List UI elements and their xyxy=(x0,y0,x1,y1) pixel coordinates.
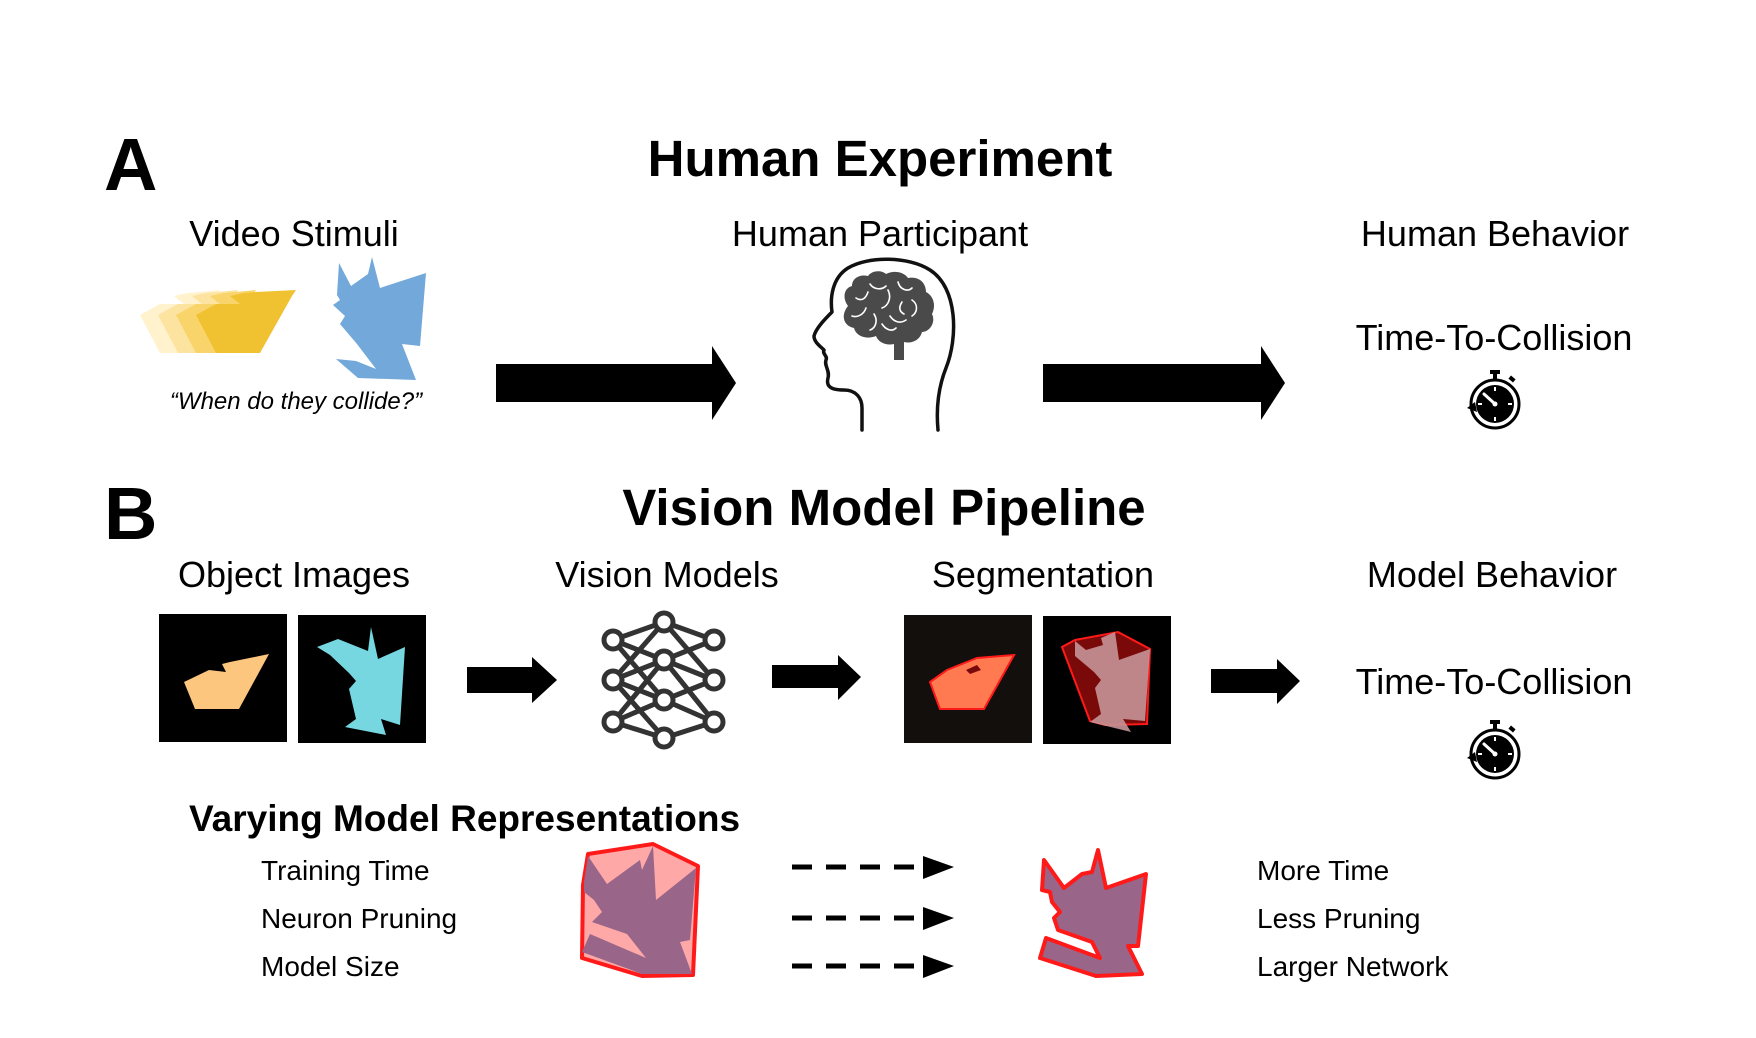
video-stimuli-graphic xyxy=(140,257,426,380)
outcome-list: More Time Less Pruning Larger Network xyxy=(1257,857,1448,1001)
panel-a-label: A xyxy=(104,123,158,206)
factor-list: Training Time Neuron Pruning Model Size xyxy=(261,857,457,1001)
video-stimuli-label: Video Stimuli xyxy=(189,213,399,254)
refined-representation-shape xyxy=(1038,848,1148,978)
panel-b-title: Vision Model Pipeline xyxy=(622,479,1146,536)
varying-representations-title: Varying Model Representations xyxy=(189,798,741,839)
neural-network-icon xyxy=(601,610,726,750)
model-ttc-label: Time-To-Collision xyxy=(1355,661,1633,702)
factor-item: Training Time xyxy=(261,855,430,886)
dashed-arrow-icon xyxy=(792,856,954,879)
human-ttc-label: Time-To-Collision xyxy=(1355,317,1633,358)
segmentation-label: Segmentation xyxy=(931,554,1155,595)
arrow-right-icon xyxy=(467,657,557,703)
dashed-arrow-icon xyxy=(792,955,954,978)
human-participant-label: Human Participant xyxy=(731,213,1029,254)
segmentation-image-2 xyxy=(1043,616,1171,744)
outcome-item: Larger Network xyxy=(1257,951,1449,982)
arrow-right-icon xyxy=(1211,659,1300,704)
arrow-right-icon xyxy=(1043,346,1285,420)
factor-item: Neuron Pruning xyxy=(261,903,458,934)
object-image-2 xyxy=(298,615,426,743)
moving-yellow-object xyxy=(140,290,296,353)
segmentation-image-1 xyxy=(904,615,1032,743)
panel-b-label: B xyxy=(104,472,158,555)
outcome-item: Less Pruning xyxy=(1257,903,1421,934)
arrow-right-icon xyxy=(496,346,736,420)
stimulus-question: “When do they collide?” xyxy=(169,388,423,415)
vision-models-label: Vision Models xyxy=(555,554,779,595)
arrow-right-icon xyxy=(772,655,861,700)
stopwatch-icon xyxy=(1467,720,1521,780)
stopwatch-icon xyxy=(1467,370,1521,430)
object-images-label: Object Images xyxy=(177,554,411,595)
coarse-representation-shape xyxy=(580,842,700,978)
model-behavior-label: Model Behavior xyxy=(1366,554,1618,595)
panel-a-title: Human Experiment xyxy=(647,130,1113,187)
dashed-arrow-icon xyxy=(792,907,954,930)
blue-object xyxy=(333,257,426,380)
head-with-brain-icon xyxy=(812,257,956,432)
factor-item: Model Size xyxy=(261,951,400,982)
human-behavior-label: Human Behavior xyxy=(1360,213,1630,254)
object-image-1 xyxy=(159,614,287,742)
outcome-item: More Time xyxy=(1257,855,1390,886)
